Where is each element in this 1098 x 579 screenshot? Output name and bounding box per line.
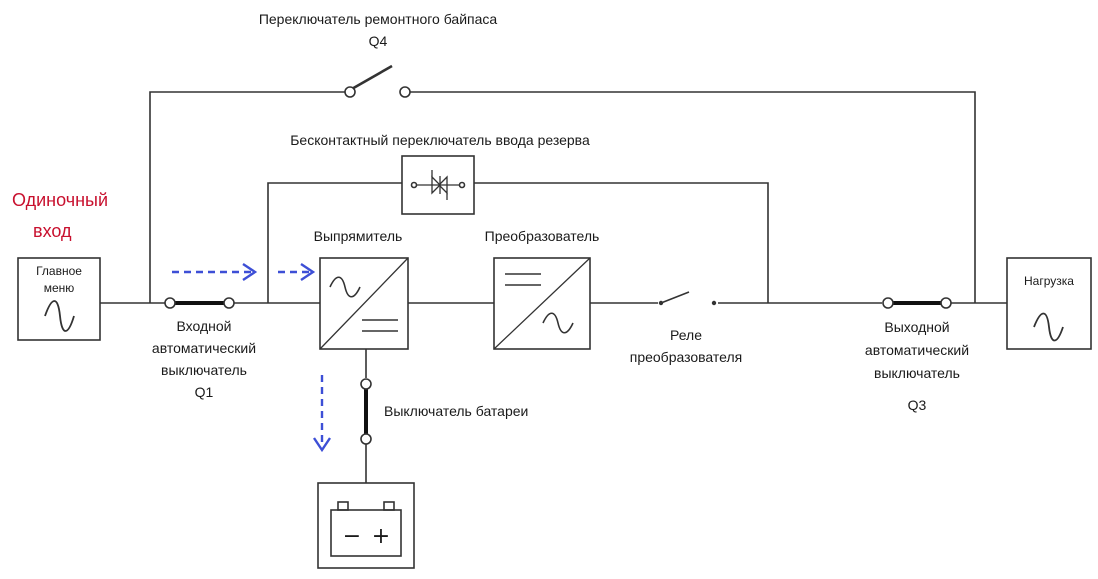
battery-switch: [360, 378, 372, 445]
flow-arrow-to-rectifier: [278, 263, 316, 281]
inverter-relay-label-line2: преобразователя: [630, 349, 743, 365]
static-wire-left: [267, 182, 402, 303]
inverter-relay-label-line1: Реле: [670, 327, 702, 343]
rectifier-label: Выпрямитель: [314, 228, 403, 244]
single-input-label-line1: Одиночный: [12, 190, 108, 210]
inverter-box: [493, 257, 591, 350]
bypass-switch-contact-left: [344, 86, 356, 98]
output-breaker-label-line3: выключатель: [874, 365, 960, 381]
battery-plus-sign: +: [372, 524, 390, 549]
input-breaker-label-line2: автоматический: [152, 340, 256, 356]
static-wire-right: [474, 182, 769, 303]
single-input-label-line2: вход: [33, 221, 72, 241]
inverter-label: Преобразователь: [485, 228, 600, 244]
flow-arrow-to-battery: [313, 375, 331, 453]
dc-ac-converter-icon: [493, 257, 591, 350]
output-breaker-label-line4: Q3: [908, 397, 927, 413]
load-box: [1006, 257, 1092, 350]
rectifier-box: [319, 257, 409, 350]
input-breaker-q1: [164, 297, 235, 309]
mains-label-line2: меню: [44, 281, 75, 295]
static-switch-box: [401, 155, 475, 215]
thyristor-icon: [410, 170, 466, 200]
input-breaker-label-line4: Q1: [195, 384, 214, 400]
sine-wave-icon: [44, 300, 75, 332]
bypass-switch-contact-right: [399, 86, 411, 98]
battery-switch-label: Выключатель батареи: [384, 403, 528, 419]
wires: [100, 91, 1007, 483]
bypass-wire-right: [410, 91, 976, 303]
battery-box: [317, 482, 415, 569]
sine-wave-icon: [1033, 312, 1064, 342]
battery-icon: [330, 501, 402, 557]
mains-box: [17, 257, 101, 341]
output-breaker-q3: [882, 297, 952, 309]
input-breaker-label-line3: выключатель: [161, 362, 247, 378]
output-breaker-label-line1: Выходной: [884, 319, 949, 335]
output-breaker-label-line2: автоматический: [865, 342, 969, 358]
bypass-switch-q4: [344, 64, 411, 98]
battery-minus-sign: −: [343, 524, 361, 549]
static-switch-label: Бесконтактный переключатель ввода резерв…: [290, 132, 590, 148]
bypass-switch-id: Q4: [369, 33, 388, 49]
bypass-switch-title: Переключатель ремонтного байпаса: [259, 11, 498, 27]
ac-dc-converter-icon: [319, 257, 409, 350]
inverter-relay: [658, 291, 717, 306]
flow-arrow-input: [172, 263, 258, 281]
input-breaker-label-line1: Входной: [176, 318, 231, 334]
mains-label-line1: Главное: [36, 264, 82, 278]
load-label: Нагрузка: [1024, 274, 1074, 288]
bypass-wire-left: [149, 91, 345, 303]
